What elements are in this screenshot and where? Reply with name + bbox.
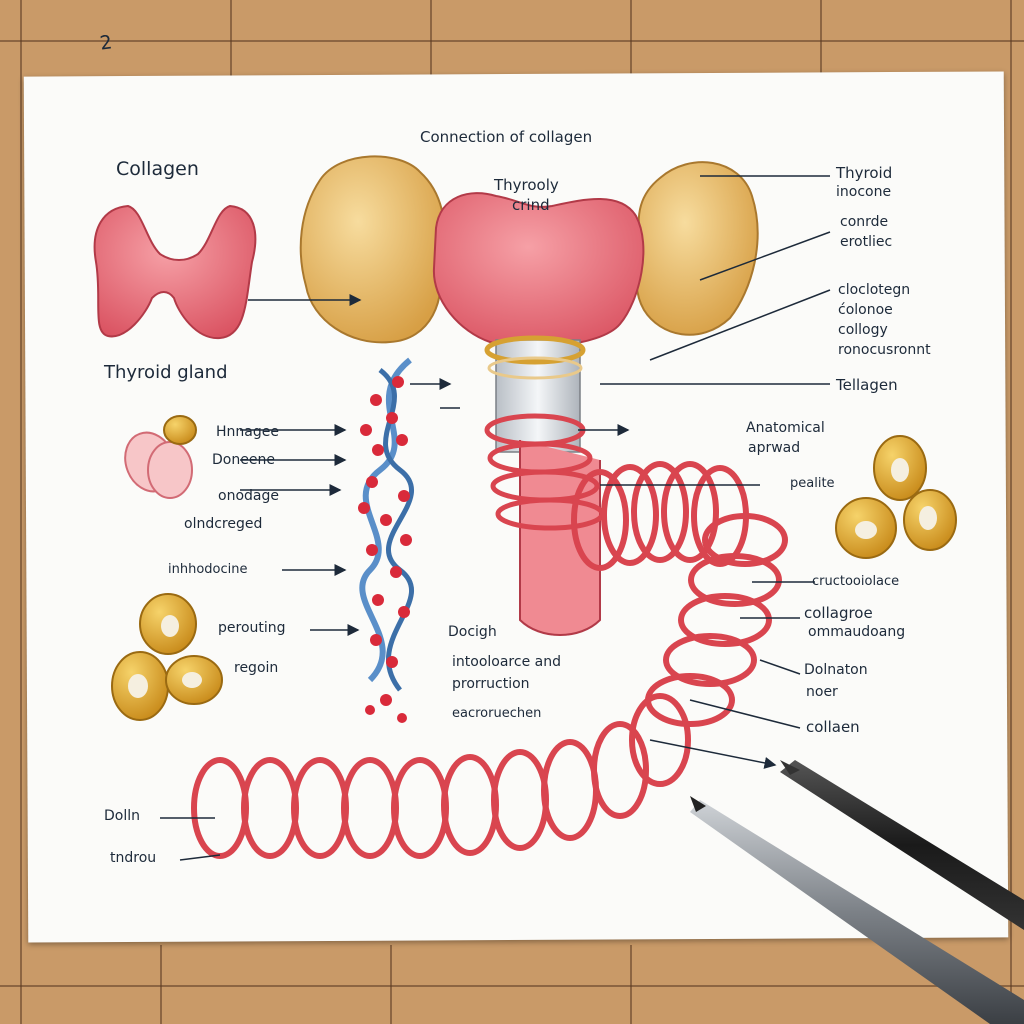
left-fat-lobe (301, 156, 444, 342)
black-pen (780, 760, 1024, 930)
pealite-label: pealite (790, 476, 835, 491)
right-label-conrde: conrde (840, 214, 888, 230)
right-label-erotliec: erotliec (840, 234, 892, 250)
collagroe-label: collagroe (804, 604, 873, 622)
tndrou-label: tndrou (110, 850, 156, 866)
thyroid-center-label-line1: Thyrooly (494, 176, 559, 194)
left-label-doneene: Doneene (212, 452, 275, 468)
central-thyroid (434, 193, 644, 347)
thyroid-gland-label: Thyroid gland (104, 362, 228, 383)
diagram-title: Connection of collagen (420, 128, 592, 146)
collagen-helix (358, 360, 412, 723)
collaen-label: collaen (806, 718, 860, 736)
left-top-cells (117, 416, 196, 498)
left-bottom-cells (112, 594, 222, 720)
dolnaton-label: Dolnaton (804, 662, 868, 678)
introduction-label: inhhodocine (168, 562, 248, 577)
right-label-thyroid: Thyroid (836, 164, 892, 182)
collagen-heading: Collagen (116, 158, 199, 180)
left-label-hnnagee: Hnnagee (216, 424, 279, 440)
eacroruechen-label: eacroruechen (452, 706, 541, 721)
left-label-olndcreged: olndcreged (184, 516, 262, 532)
right-label-colonoe: ćolonoe (838, 302, 893, 318)
right-label-inocone: inocone (836, 184, 891, 200)
anatomical-label-line2: aprwad (748, 440, 800, 456)
introduction-and-label: intooloarce and (452, 654, 561, 670)
dolln-label: Dolln (104, 808, 140, 824)
cructooiolace-label: cructooiolace (812, 574, 899, 589)
right-label-ronocusronnt: ronocusronnt (838, 342, 931, 358)
anatomical-label-line1: Anatomical (746, 420, 825, 436)
docigh-label: Docigh (448, 624, 497, 640)
thyroid-center-label-line2: crind (512, 196, 550, 214)
right-fat-lobe (637, 162, 758, 335)
right-label-collogy: collogy (838, 322, 888, 338)
regoin-label: regoin (234, 660, 278, 676)
right-label-cloclotegn: cloclotegn (838, 282, 910, 298)
ommaudoang-label: ommaudoang (808, 624, 905, 640)
perouting-label: perouting (218, 620, 286, 636)
right-cells (836, 436, 956, 558)
small-thyroid-illustration (95, 206, 256, 338)
noer-label: noer (806, 684, 838, 700)
left-label-onodage: onodage (218, 488, 279, 504)
production-label: prorruction (452, 676, 530, 692)
tellagen-label: Tellagen (836, 376, 898, 394)
silver-pen (690, 796, 1024, 1024)
